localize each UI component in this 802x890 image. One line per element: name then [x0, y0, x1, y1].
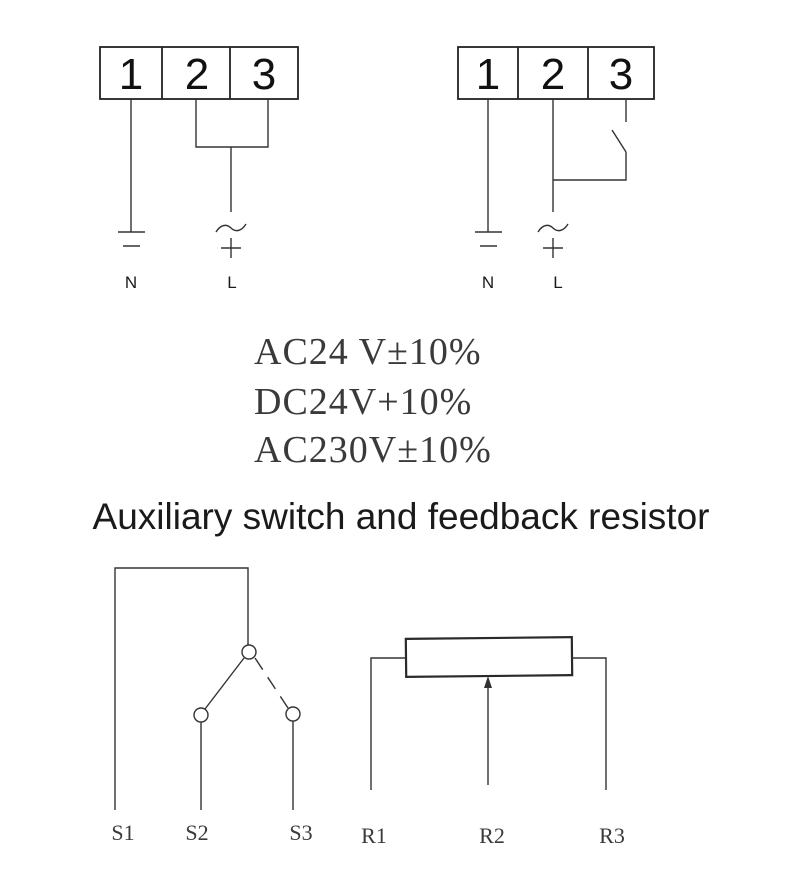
- terminal-bridge: [195, 99, 269, 148]
- terminal-right-2-label: 2: [541, 50, 565, 99]
- terminal-block-left: 1 2 3: [99, 46, 299, 100]
- left-wiring: N L: [118, 99, 269, 292]
- voltage-ratings: AC24 V±10% DC24V+10% AC230V±10%: [254, 331, 492, 471]
- live-label: L: [553, 273, 562, 292]
- wiper-arrow-icon: [484, 676, 492, 688]
- voltage-rating-dc24: DC24V+10%: [254, 381, 472, 423]
- switch-s2-terminal-icon: [193, 707, 209, 723]
- neutral-symbol: [475, 212, 502, 247]
- switch-s3-terminal-icon: [285, 706, 301, 722]
- resistor-body: [404, 636, 574, 678]
- auxiliary-switch: S1 S2 S3: [111, 567, 313, 845]
- terminal-left-2-label: 2: [185, 50, 209, 99]
- ac-dc-symbol: [537, 223, 569, 258]
- switch-blade-closed: [204, 657, 245, 710]
- switch-contact-icon: [611, 129, 627, 153]
- terminal-block-right-frame: [457, 46, 655, 100]
- ac-dc-symbol: [215, 223, 247, 258]
- right-wiring: N L: [475, 99, 627, 292]
- resistor-r3-wire: [572, 657, 607, 790]
- switch-common-terminal-icon: [241, 644, 257, 660]
- resistor-label-r1: R1: [361, 823, 387, 848]
- voltage-rating-ac24: AC24 V±10%: [254, 331, 482, 373]
- terminal-right-1-label: 1: [476, 50, 500, 99]
- section-title: Auxiliary switch and feedback resistor: [93, 496, 710, 537]
- resistor-label-r2: R2: [479, 823, 505, 848]
- switch-label-s2: S2: [185, 820, 208, 845]
- neutral-symbol: [118, 212, 145, 247]
- switch-blade-open: [254, 657, 289, 709]
- resistor-r1-wire: [370, 657, 406, 790]
- neutral-label: N: [125, 273, 137, 292]
- live-label: L: [227, 273, 236, 292]
- switch-label-s3: S3: [289, 820, 312, 845]
- terminal-block-left-frame: [99, 46, 299, 100]
- switch-return-wire: [553, 152, 627, 181]
- terminal-right-3-label: 3: [609, 50, 633, 99]
- voltage-rating-ac230: AC230V±10%: [254, 429, 492, 471]
- neutral-label: N: [482, 273, 494, 292]
- switch-common-wire: [114, 567, 249, 810]
- feedback-resistor: R1 R2 R3: [361, 636, 625, 848]
- terminal-left-3-label: 3: [252, 50, 276, 99]
- switch-label-s1: S1: [111, 820, 134, 845]
- terminal-block-right: 1 2 3: [457, 46, 655, 100]
- terminal-left-1-label: 1: [119, 50, 143, 99]
- resistor-label-r3: R3: [599, 823, 625, 848]
